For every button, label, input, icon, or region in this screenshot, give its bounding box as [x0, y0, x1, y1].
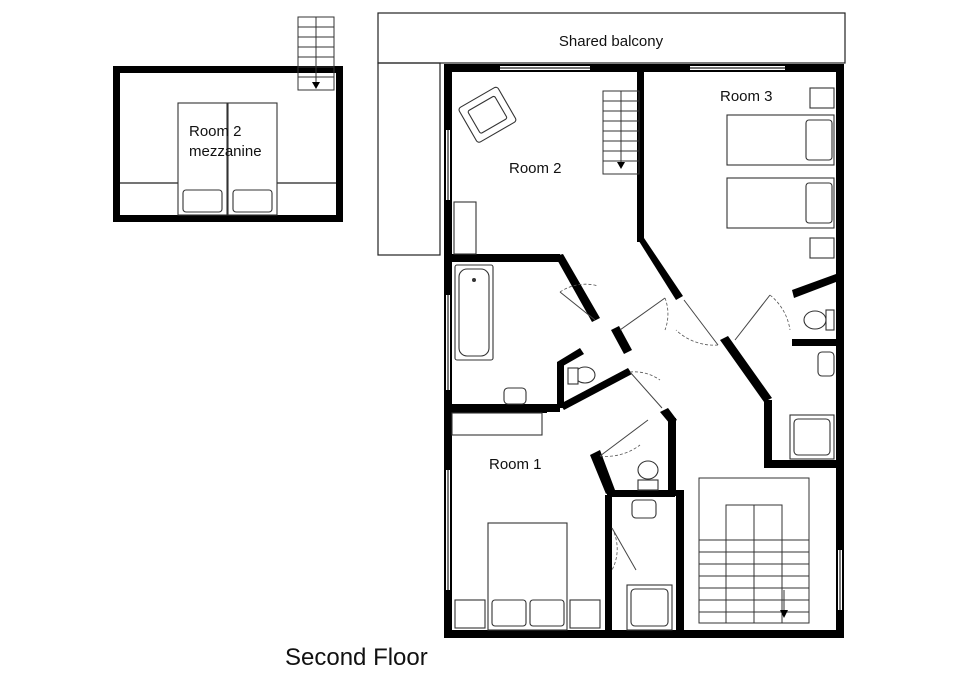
mezzanine-area [113, 16, 343, 222]
desk [453, 201, 477, 255]
label-room3: Room 3 [720, 88, 773, 105]
label-shared-balcony: Shared balcony [559, 33, 664, 50]
label-room2-mezzanine-line1: Room 2 [189, 123, 242, 140]
interior-walls [452, 64, 838, 638]
label-room2: Room 2 [509, 160, 562, 177]
label-room2-mezzanine-line2: mezzanine [189, 143, 262, 160]
floor-title: Second Floor [285, 644, 428, 671]
doors [559, 283, 791, 571]
armchair [458, 86, 517, 143]
balcony-area [377, 12, 846, 256]
label-room1: Room 1 [489, 456, 542, 473]
fixtures [451, 86, 835, 631]
